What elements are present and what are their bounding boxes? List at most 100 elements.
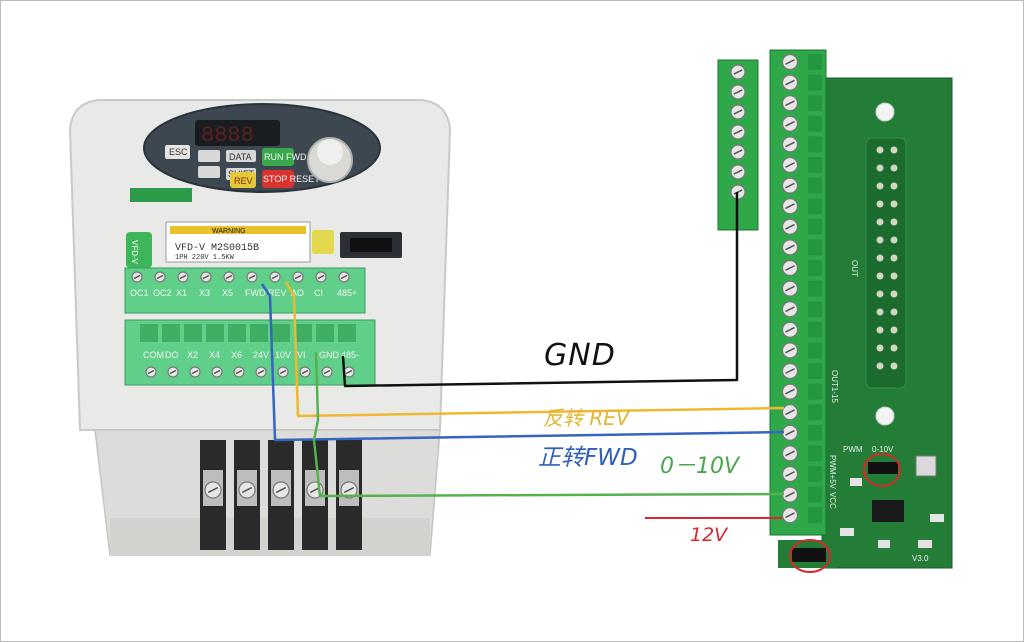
header-pin bbox=[876, 344, 884, 352]
terminal-screw-bottom[interactable] bbox=[255, 366, 267, 378]
main-strip-screw[interactable] bbox=[781, 321, 799, 338]
terminal-slot bbox=[228, 324, 246, 342]
main-strip-screw[interactable] bbox=[781, 115, 799, 132]
terminal-screw-bottom[interactable] bbox=[299, 366, 311, 378]
main-strip-screw[interactable] bbox=[781, 177, 799, 194]
header-pin bbox=[890, 344, 898, 352]
terminal-slot bbox=[250, 324, 268, 342]
trim-potentiometer[interactable] bbox=[915, 455, 937, 477]
terminal-label-bottom: 24V bbox=[253, 350, 269, 360]
terminal-screw-top[interactable] bbox=[154, 271, 166, 283]
terminal-screw-top[interactable] bbox=[131, 271, 143, 283]
left-strip-screw[interactable] bbox=[730, 164, 746, 180]
power-terminal-screw[interactable] bbox=[238, 481, 256, 499]
terminal-screw-bottom[interactable] bbox=[233, 366, 245, 378]
terminal-screw-bottom[interactable] bbox=[277, 366, 289, 378]
main-strip-screw[interactable] bbox=[781, 362, 799, 380]
terminal-screw-bottom[interactable] bbox=[167, 366, 179, 378]
main-strip-screw[interactable] bbox=[781, 280, 799, 297]
terminal-cell bbox=[808, 54, 822, 70]
silk-version: V3.0 bbox=[912, 554, 929, 563]
header-pin bbox=[876, 254, 884, 262]
terminal-screw-top[interactable] bbox=[292, 271, 304, 283]
main-strip-screw[interactable] bbox=[781, 136, 799, 153]
main-strip-screw[interactable] bbox=[781, 198, 799, 215]
up-button[interactable] bbox=[198, 150, 220, 162]
terminal-screw-bottom[interactable] bbox=[145, 366, 157, 378]
header-pin bbox=[876, 182, 884, 190]
main-strip-screw[interactable] bbox=[781, 239, 799, 256]
silk-pwm: PWM bbox=[843, 445, 863, 454]
terminal-screw-top[interactable] bbox=[269, 271, 281, 283]
header-pin bbox=[890, 236, 898, 244]
silk-out-15: OUT1-15 bbox=[830, 370, 839, 403]
terminal-screw-bottom[interactable] bbox=[189, 366, 201, 378]
terminal-label-top: X1 bbox=[176, 288, 187, 298]
terminal-screw-top[interactable] bbox=[200, 271, 212, 283]
header-pin bbox=[876, 308, 884, 316]
silk-out: OUT bbox=[850, 260, 859, 277]
header-pin bbox=[890, 326, 898, 334]
main-strip-screw[interactable] bbox=[781, 465, 799, 483]
main-strip-screw[interactable] bbox=[781, 507, 799, 524]
header-pin bbox=[876, 236, 884, 244]
main-strip-screw[interactable] bbox=[781, 53, 799, 71]
terminal-label-top: REV bbox=[268, 288, 287, 298]
left-strip-screw[interactable] bbox=[730, 84, 746, 100]
stop-reset-button[interactable] bbox=[262, 170, 294, 188]
main-strip-screw[interactable] bbox=[781, 74, 799, 91]
terminal-cell bbox=[808, 95, 822, 112]
left-strip-screw[interactable] bbox=[730, 144, 746, 160]
jumper-pwm-010v[interactable] bbox=[868, 462, 898, 474]
terminal-label-bottom: X6 bbox=[231, 350, 242, 360]
power-terminal bbox=[234, 440, 260, 550]
left-strip-screw[interactable] bbox=[730, 124, 746, 140]
terminal-slot bbox=[316, 324, 334, 342]
terminal-screw-bottom[interactable] bbox=[321, 366, 333, 378]
down-button[interactable] bbox=[198, 166, 220, 178]
main-strip-screw[interactable] bbox=[781, 95, 799, 112]
power-jumper[interactable] bbox=[792, 548, 826, 562]
main-strip-screw[interactable] bbox=[781, 445, 799, 462]
header-pin bbox=[890, 182, 898, 190]
terminal-slot bbox=[272, 324, 290, 342]
power-terminal-screw[interactable] bbox=[204, 481, 222, 499]
terminal-screw-top[interactable] bbox=[223, 271, 235, 283]
terminal-cell bbox=[808, 157, 822, 173]
terminal-label-bottom: DO bbox=[165, 350, 179, 360]
terminal-screw-bottom[interactable] bbox=[343, 366, 355, 378]
terminal-screw-top[interactable] bbox=[338, 271, 350, 283]
power-terminal-screw[interactable] bbox=[272, 481, 290, 499]
power-terminal-screw[interactable] bbox=[340, 481, 358, 499]
vfd-display bbox=[195, 120, 280, 146]
terminal-screw-top[interactable] bbox=[177, 271, 189, 283]
rev-button[interactable] bbox=[230, 172, 256, 188]
main-strip-screw[interactable] bbox=[781, 156, 799, 174]
main-strip-screw[interactable] bbox=[781, 301, 799, 318]
adapter-board: OUT OUT1-15 PWM 0-10V VCC PWM+5V V3.0 bbox=[717, 49, 953, 569]
terminal-label-top: OC1 bbox=[130, 288, 149, 298]
rev-label: REV bbox=[234, 176, 253, 186]
main-strip-screw[interactable] bbox=[781, 218, 799, 235]
terminal-slot bbox=[338, 324, 356, 342]
terminal-cell bbox=[808, 363, 822, 379]
terminal-label-bottom: X4 bbox=[209, 350, 220, 360]
data-button[interactable] bbox=[226, 150, 256, 162]
terminal-screw-top[interactable] bbox=[315, 271, 327, 283]
esc-button[interactable] bbox=[165, 145, 190, 159]
terminal-cell bbox=[808, 218, 822, 235]
main-strip-screw[interactable] bbox=[781, 404, 799, 421]
terminal-screw-top[interactable] bbox=[246, 271, 258, 283]
main-strip-screw[interactable] bbox=[781, 424, 799, 441]
main-strip-screw[interactable] bbox=[781, 486, 799, 503]
terminal-label-top: OC2 bbox=[153, 288, 172, 298]
terminal-cell bbox=[808, 136, 822, 153]
left-strip-screw[interactable] bbox=[730, 104, 746, 120]
run-fwd-button[interactable] bbox=[262, 148, 294, 166]
left-strip-screw[interactable] bbox=[730, 64, 746, 80]
main-strip-screw[interactable] bbox=[781, 383, 799, 400]
gnd-annotation: GND bbox=[544, 338, 616, 373]
main-strip-screw[interactable] bbox=[781, 342, 799, 359]
main-strip-screw[interactable] bbox=[781, 259, 799, 277]
terminal-screw-bottom[interactable] bbox=[211, 366, 223, 378]
